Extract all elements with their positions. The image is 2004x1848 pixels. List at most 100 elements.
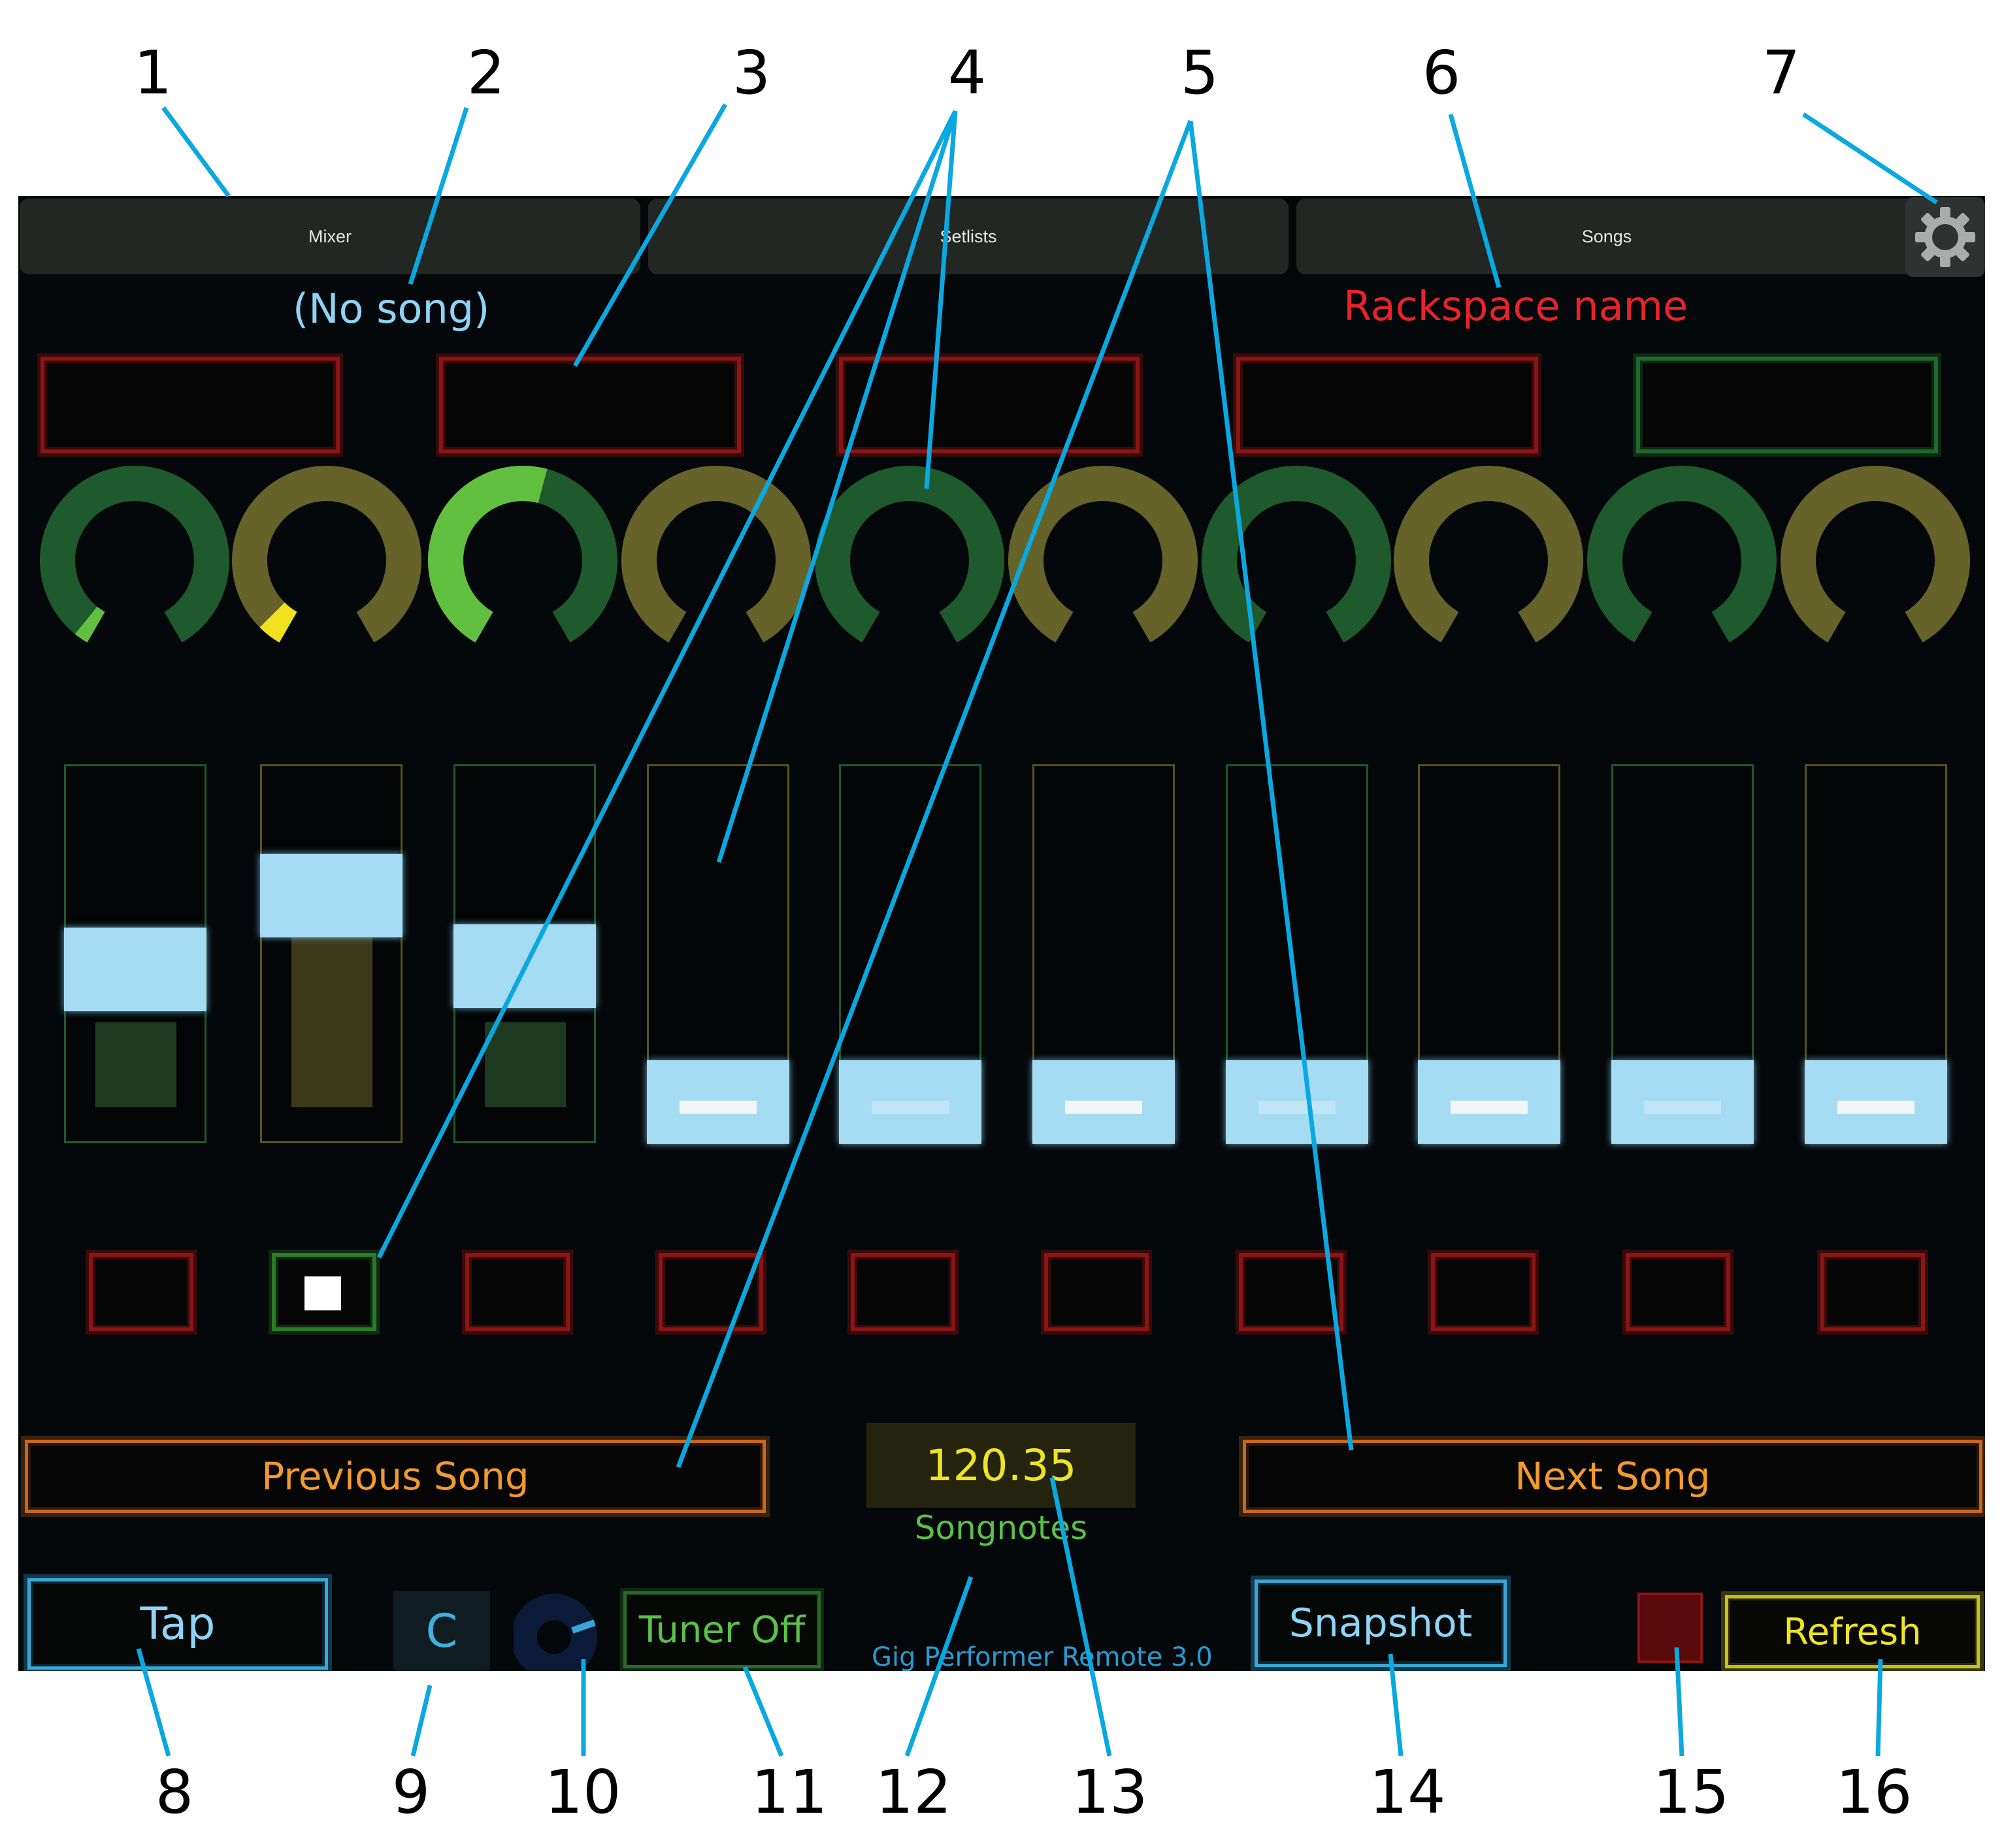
knob-track bbox=[40, 466, 229, 643]
fader-8[interactable] bbox=[1418, 764, 1560, 1144]
tap-label: Tap bbox=[140, 1598, 216, 1650]
tab-mixer-label: Mixer bbox=[308, 226, 352, 246]
fader-handle[interactable] bbox=[1418, 1060, 1560, 1144]
fader-level-meter bbox=[95, 1022, 176, 1107]
toggle-button-9[interactable] bbox=[1626, 1253, 1730, 1331]
knob-6[interactable] bbox=[1006, 464, 1200, 657]
song-name: (No song) bbox=[293, 285, 490, 332]
toggle-button-2[interactable] bbox=[272, 1253, 376, 1331]
callout-line bbox=[1802, 112, 1938, 204]
fader-handle-line bbox=[293, 894, 370, 907]
fader-handle[interactable] bbox=[1032, 1060, 1175, 1144]
fader-handle[interactable] bbox=[1226, 1060, 1368, 1144]
callout-line bbox=[161, 106, 231, 198]
callout-number: 11 bbox=[751, 1757, 828, 1827]
fader-handle[interactable] bbox=[64, 928, 206, 1011]
callout-number: 3 bbox=[732, 38, 771, 108]
fader-handle-line bbox=[97, 968, 174, 981]
toggle-button-1[interactable] bbox=[89, 1253, 193, 1331]
knob-7[interactable] bbox=[1200, 464, 1393, 657]
snapshot-label: Snapshot bbox=[1289, 1600, 1473, 1646]
toggle-button-6[interactable] bbox=[1044, 1253, 1149, 1331]
knob-track bbox=[621, 466, 811, 643]
fader-handle[interactable] bbox=[1805, 1060, 1947, 1144]
toggle-button-3[interactable] bbox=[465, 1253, 570, 1331]
version-label: Gig Performer Remote 3.0 bbox=[872, 1642, 1213, 1671]
callout-line bbox=[742, 1666, 784, 1757]
fader-5[interactable] bbox=[839, 764, 981, 1144]
callout-line bbox=[410, 1685, 433, 1757]
knob-value-arc bbox=[259, 602, 298, 643]
knob-value-arc bbox=[74, 606, 105, 643]
toggle-button-4[interactable] bbox=[659, 1253, 763, 1331]
fader-handle[interactable] bbox=[260, 854, 402, 937]
previous-song-button[interactable]: Previous Song bbox=[25, 1440, 766, 1513]
callout-number: 14 bbox=[1369, 1757, 1446, 1827]
previous-song-label: Previous Song bbox=[261, 1454, 529, 1499]
toggle-button-5[interactable] bbox=[851, 1253, 955, 1331]
refresh-label: Refresh bbox=[1783, 1610, 1922, 1653]
fader-handle-line bbox=[1644, 1101, 1721, 1114]
tab-setlists-label: Setlists bbox=[940, 226, 997, 246]
fader-handle[interactable] bbox=[839, 1060, 981, 1144]
fader-7[interactable] bbox=[1226, 764, 1368, 1144]
rackspace-name: Rackspace name bbox=[1343, 282, 1688, 330]
snapshot-button[interactable]: Snapshot bbox=[1255, 1580, 1507, 1667]
knob-10[interactable] bbox=[1779, 464, 1972, 657]
label-box-5 bbox=[1636, 357, 1938, 453]
tuner-dial bbox=[511, 1594, 600, 1671]
knob-4[interactable] bbox=[619, 464, 813, 657]
knob-9[interactable] bbox=[1585, 464, 1779, 657]
tuner-label: Tuner Off bbox=[638, 1608, 806, 1651]
knob-track bbox=[1008, 466, 1198, 643]
fader-handle-line bbox=[1258, 1101, 1336, 1114]
knob-1[interactable] bbox=[38, 464, 231, 657]
refresh-button[interactable]: Refresh bbox=[1725, 1595, 1980, 1668]
knob-track bbox=[1781, 466, 1970, 643]
indicator-button[interactable] bbox=[1637, 1593, 1703, 1663]
toggle-button-10[interactable] bbox=[1820, 1253, 1925, 1331]
app-screen: Mixer Setlists Songs (No song) Rackspace… bbox=[18, 196, 1985, 1671]
knob-8[interactable] bbox=[1392, 464, 1585, 657]
toggle-button-7[interactable] bbox=[1239, 1253, 1343, 1331]
songnotes-label[interactable]: Songnotes bbox=[914, 1509, 1088, 1547]
fader-4[interactable] bbox=[647, 764, 789, 1144]
callout-number: 12 bbox=[875, 1757, 952, 1827]
fader-9[interactable] bbox=[1611, 764, 1754, 1144]
knob-track bbox=[232, 466, 421, 643]
toggle-on-indicator bbox=[304, 1276, 341, 1310]
next-song-button[interactable]: Next Song bbox=[1243, 1440, 1982, 1513]
knob-track bbox=[1394, 466, 1583, 643]
gear-icon bbox=[1915, 207, 1975, 267]
fader-1[interactable] bbox=[64, 764, 206, 1143]
toggle-button-8[interactable] bbox=[1431, 1253, 1536, 1331]
knob-value-arc bbox=[428, 466, 548, 643]
fader-level-meter bbox=[485, 1022, 566, 1107]
callout-number: 16 bbox=[1835, 1757, 1913, 1827]
callout-line bbox=[1875, 1659, 1883, 1757]
fader-handle-line bbox=[1451, 1101, 1528, 1114]
knob-track bbox=[1202, 466, 1391, 643]
fader-handle[interactable] bbox=[453, 924, 596, 1008]
key-display: C bbox=[393, 1591, 490, 1671]
fader-handle[interactable] bbox=[1611, 1060, 1754, 1144]
fader-10[interactable] bbox=[1805, 764, 1947, 1144]
fader-2[interactable] bbox=[260, 764, 402, 1143]
knob-2[interactable] bbox=[230, 464, 423, 657]
tab-mixer[interactable]: Mixer bbox=[20, 199, 640, 274]
tab-setlists[interactable]: Setlists bbox=[648, 199, 1289, 274]
tuner-toggle-button[interactable]: Tuner Off bbox=[623, 1591, 821, 1668]
knob-5[interactable] bbox=[813, 464, 1006, 657]
settings-button[interactable] bbox=[1905, 197, 1985, 277]
knob-3[interactable] bbox=[426, 464, 619, 657]
tab-songs[interactable]: Songs bbox=[1296, 199, 1917, 274]
tuner-icon bbox=[511, 1594, 597, 1671]
fader-handle[interactable] bbox=[647, 1060, 789, 1144]
fader-6[interactable] bbox=[1032, 764, 1175, 1144]
label-box-3 bbox=[839, 357, 1140, 453]
tap-button[interactable]: Tap bbox=[27, 1578, 328, 1670]
callout-number: 10 bbox=[544, 1757, 621, 1827]
callout-number: 9 bbox=[391, 1757, 431, 1827]
label-box-2 bbox=[439, 357, 741, 453]
fader-3[interactable] bbox=[453, 764, 596, 1143]
